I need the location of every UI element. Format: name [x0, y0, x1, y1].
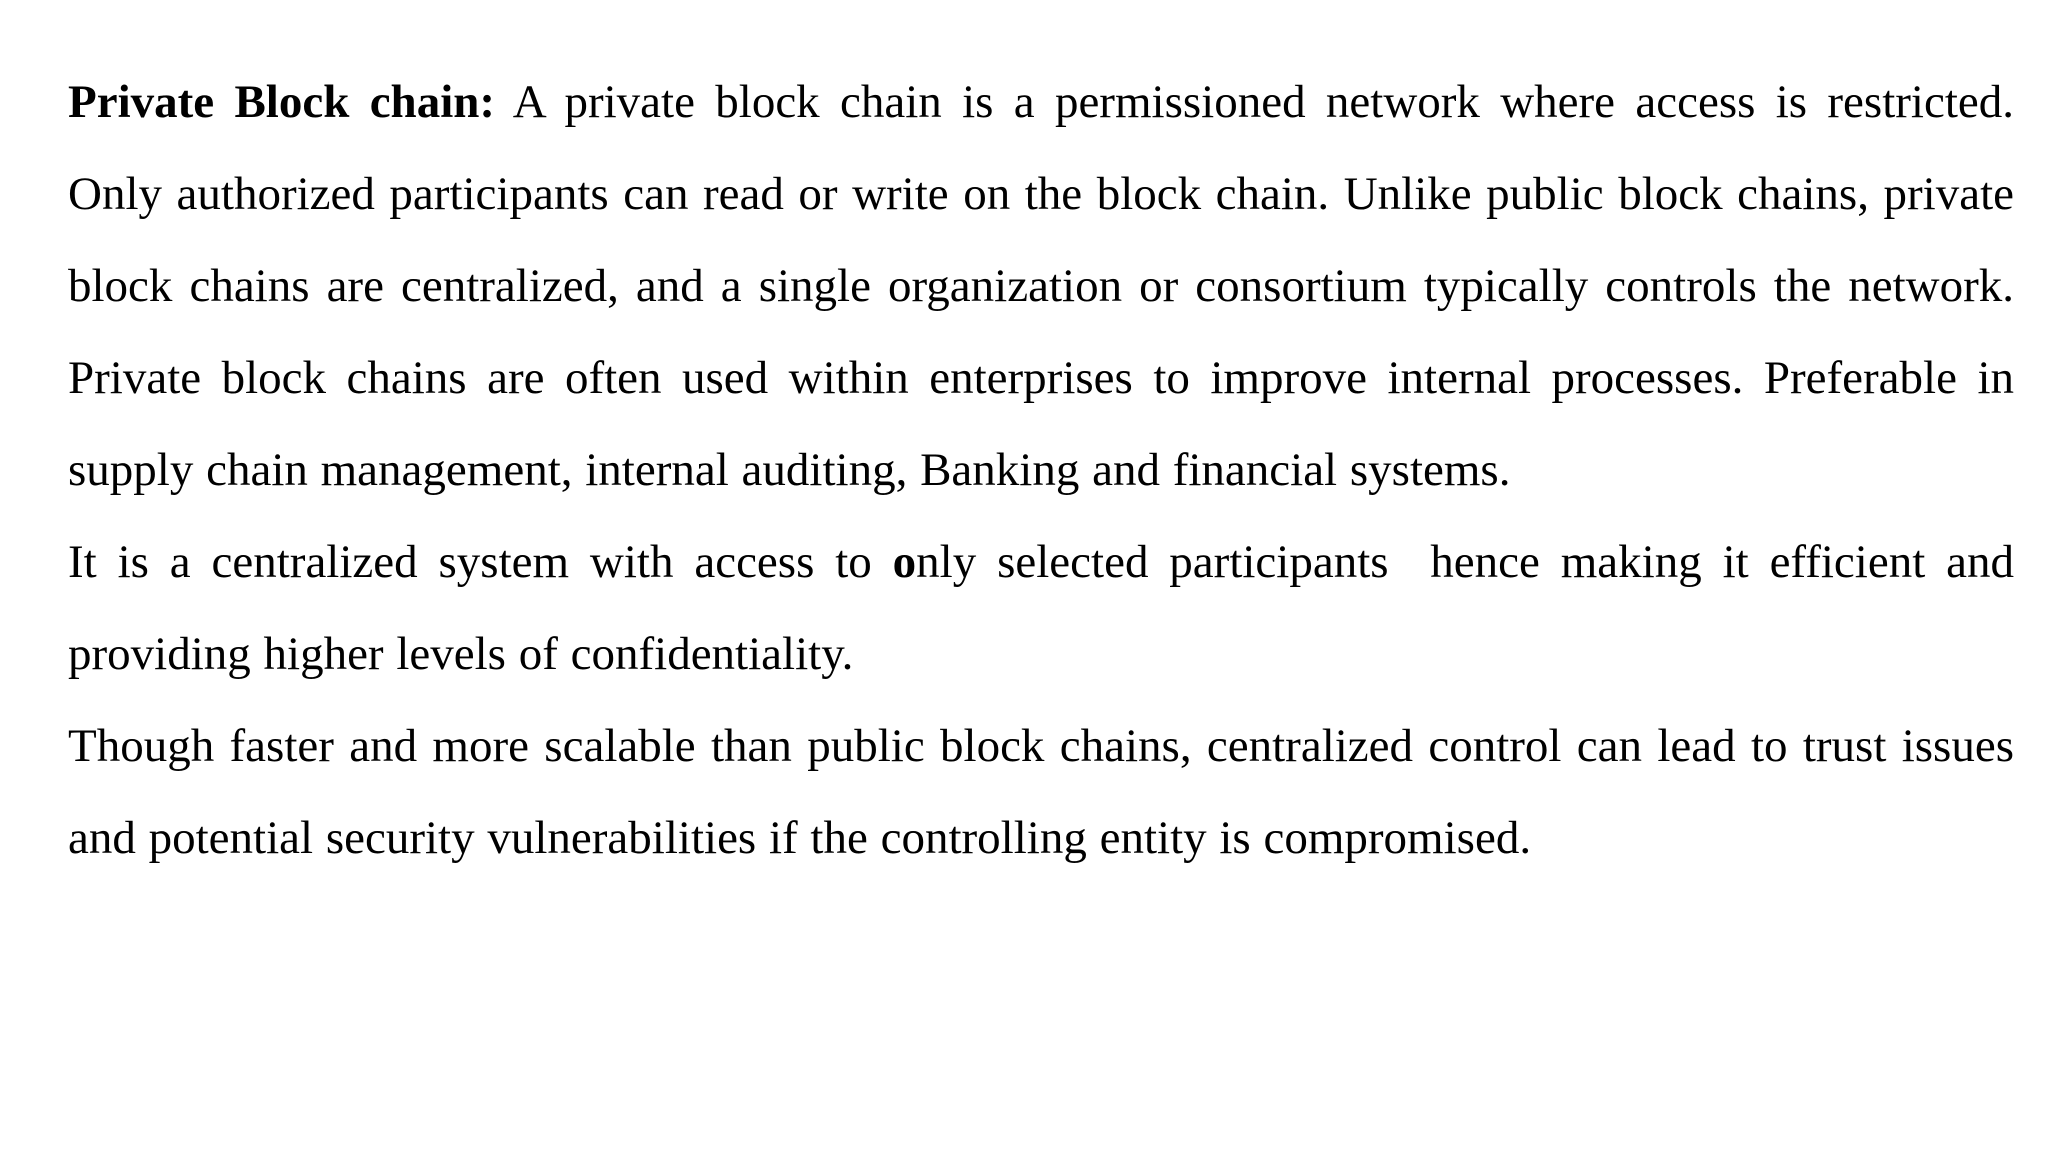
- paragraph-centralized-system-note: It is a centralized system with access t…: [68, 516, 2014, 700]
- paragraph-body-text: Though faster and more scalable than pub…: [68, 720, 2027, 864]
- paragraph-body-text: It is a centralized system with access t…: [68, 536, 893, 588]
- paragraph-body-text: A private block chain is a permissioned …: [68, 76, 2027, 496]
- paragraph-body-text: nly selected participants hence making i…: [68, 536, 2027, 680]
- paragraph-bold-letter: o: [892, 536, 917, 588]
- paragraph-private-blockchain-definition: Private Block chain: A private block cha…: [68, 56, 2014, 516]
- paragraph-bold-lead-in: Private Block chain:: [68, 76, 496, 128]
- paragraph-tradeoffs-note: Though faster and more scalable than pub…: [68, 700, 2014, 884]
